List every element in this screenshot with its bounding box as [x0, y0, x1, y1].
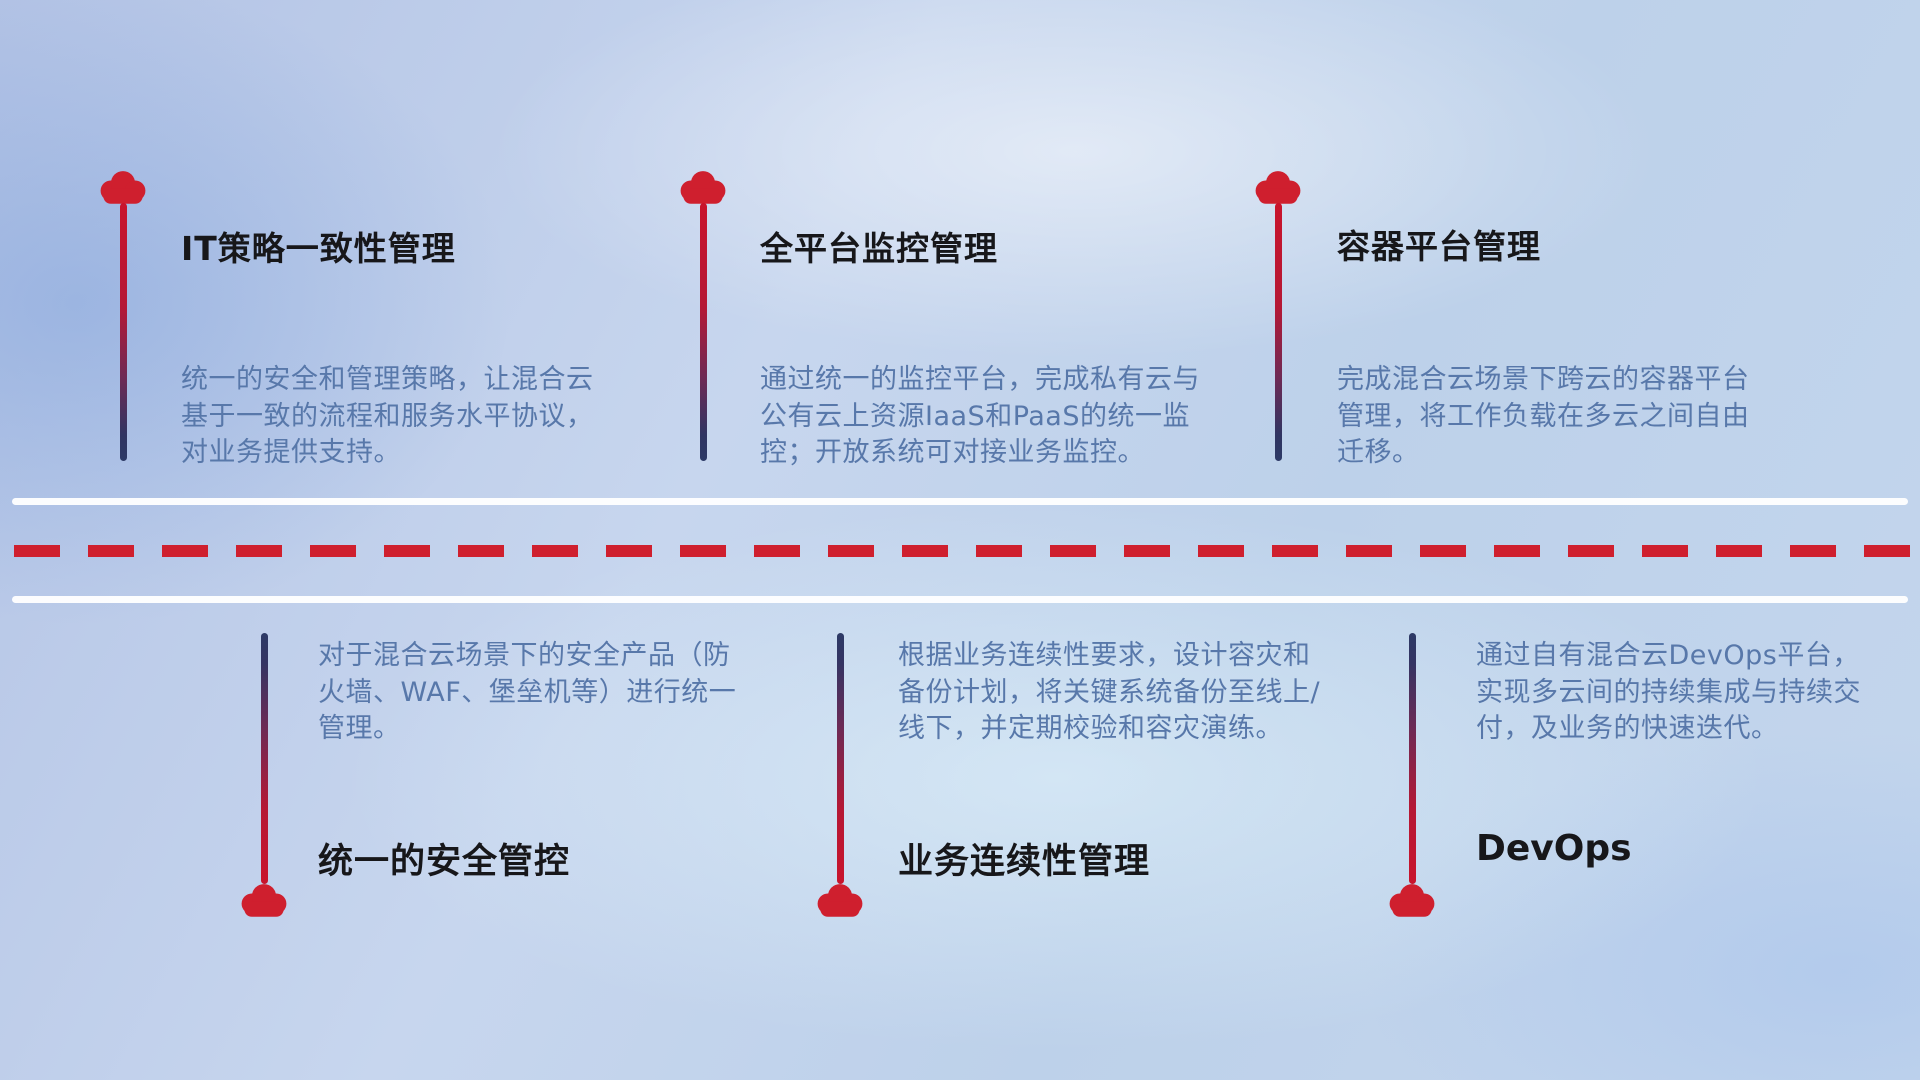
- pin-stick: [1274, 203, 1282, 461]
- pin-stick: [260, 633, 268, 884]
- pin-stick: [836, 633, 844, 884]
- cloud-icon: [680, 171, 726, 204]
- pin-bottom-2: [812, 633, 868, 919]
- pin-top-3: [1250, 168, 1306, 461]
- item-description: 统一的安全和管理策略，让混合云基于一致的流程和服务水平协议，对业务提供支持。: [181, 364, 594, 469]
- item-description: 对于混合云场景下的安全产品（防火墙、WAF、堡垒机等）进行统一管理。: [318, 640, 737, 745]
- cloud-icon: [1255, 171, 1301, 204]
- pin-stick: [119, 203, 127, 461]
- item-description: 根据业务连续性要求，设计容灾和备份计划，将关键系统备份至线上/线下，并定期校验和…: [898, 640, 1321, 745]
- road-line-bottom: [12, 596, 1908, 603]
- pin-bottom-3: [1384, 633, 1440, 919]
- cloud-icon: [100, 171, 146, 204]
- pin-top-2: [675, 168, 731, 461]
- cloud-icon: [1389, 884, 1435, 917]
- item-title: 全平台监控管理: [760, 229, 998, 268]
- item-title: 统一的安全管控: [318, 842, 571, 882]
- cloud-icon: [817, 884, 863, 917]
- road-line-top: [12, 498, 1908, 505]
- item-title: DevOps: [1476, 828, 1632, 869]
- item-description: 通过自有混合云DevOps平台，实现多云间的持续集成与持续交付，及业务的快速迭代…: [1476, 640, 1861, 745]
- item-description: 完成混合云场景下跨云的容器平台管理，将工作负载在多云之间自由迁移。: [1337, 364, 1750, 469]
- pin-bottom-1: [236, 633, 292, 919]
- item-description: 通过统一的监控平台，完成私有云与公有云上资源IaaS和PaaS的统一监控；开放系…: [760, 364, 1200, 469]
- pin-stick: [1408, 633, 1416, 884]
- pin-top-1: [95, 168, 151, 461]
- cloud-icon: [241, 884, 287, 917]
- item-title: IT策略一致性管理: [181, 229, 456, 268]
- pin-stick: [699, 203, 707, 461]
- item-title: 业务连续性管理: [898, 842, 1151, 882]
- item-title: 容器平台管理: [1337, 227, 1541, 266]
- road-dashed-line: [14, 545, 1920, 557]
